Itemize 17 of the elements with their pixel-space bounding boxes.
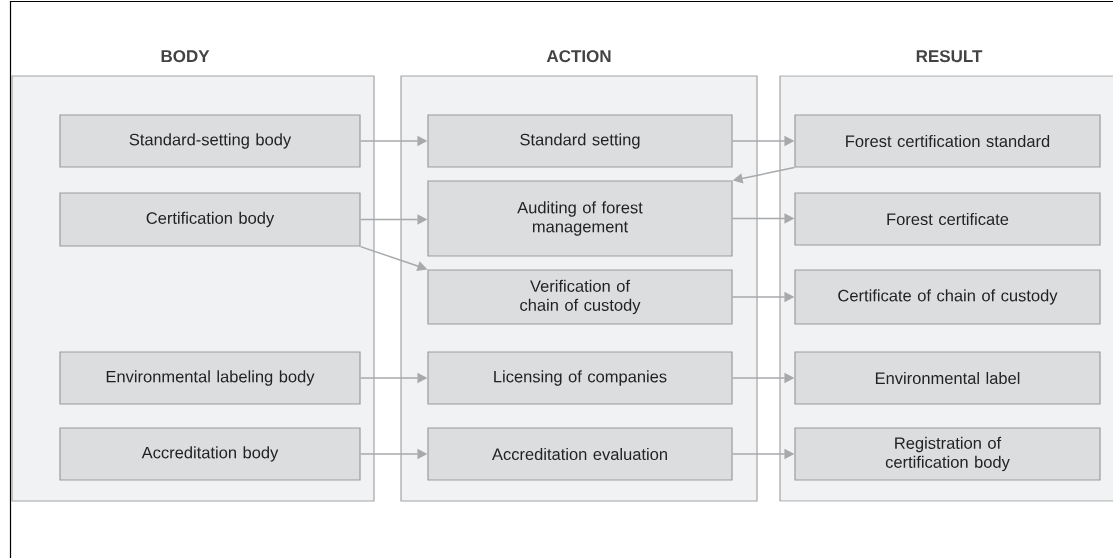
- process-box: Licensing of companies: [427, 351, 733, 405]
- process-box: Environmental labeling body: [59, 351, 361, 405]
- process-box: Forest certificate: [794, 192, 1101, 246]
- process-box: Verification of chain of custody: [427, 269, 733, 325]
- process-box: Accreditation evaluation: [427, 427, 733, 481]
- process-box: Accreditation body: [59, 427, 361, 481]
- process-box: Certificate of chain of custody: [794, 269, 1101, 325]
- process-box: Certification body: [59, 192, 361, 247]
- process-box: Environmental label: [794, 351, 1101, 405]
- column-heading: RESULT: [916, 50, 983, 63]
- process-box: Forest certification standard: [794, 114, 1101, 168]
- process-box: Registration of certification body: [794, 427, 1101, 481]
- process-box: Auditing of forest management: [427, 180, 733, 257]
- column-heading: ACTION: [546, 50, 611, 63]
- process-box: Standard-setting body: [59, 114, 361, 168]
- column-heading: BODY: [161, 50, 210, 63]
- process-box: Standard setting: [427, 114, 733, 168]
